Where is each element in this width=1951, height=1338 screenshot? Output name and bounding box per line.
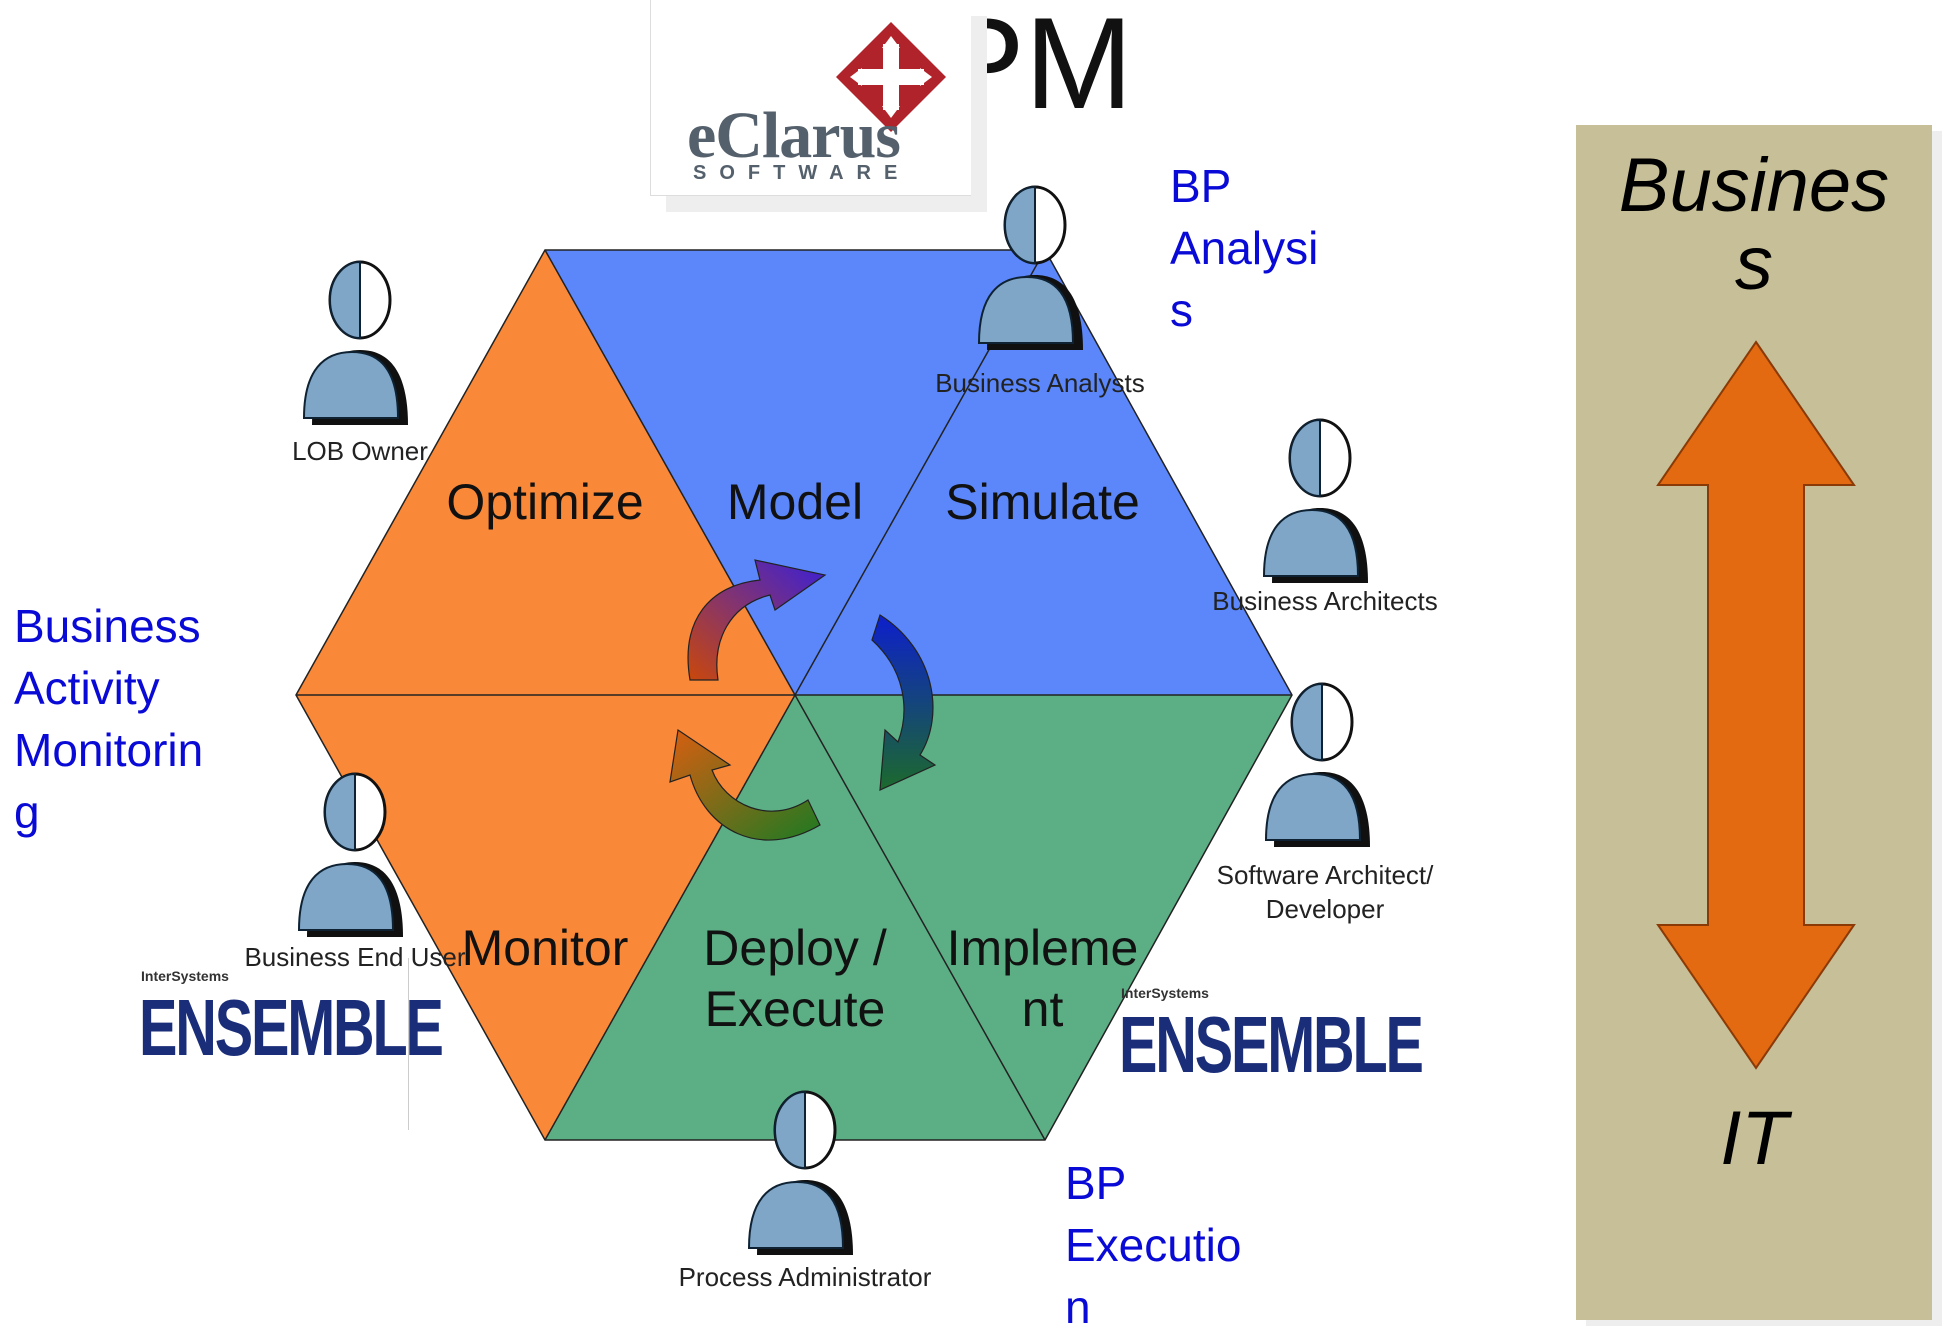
cycle-arrow-icon [687,559,827,681]
ensemble-logo-left: InterSystems ENSEMBLE [133,958,444,1130]
triangle-optimize [296,250,795,695]
triangle-monitor [296,695,795,1140]
cycle-arrow-icon [871,614,937,791]
note-bp-analysis: BP Analysi s [1170,160,1319,336]
eclarus-logo: eClarus SOFTWARE [650,0,971,196]
user-icon [747,1090,853,1255]
role-business-end-user: Business End User [244,942,466,972]
phase-optimize: Optimize [446,474,644,530]
phase-model: Model [726,474,864,530]
panel-business-label: Busines s [1618,143,1890,306]
ensemble-brand: InterSystems [141,968,229,984]
double-arrow-icon [1656,340,1856,1070]
ensemble-wordmark: ENSEMBLE [139,983,444,1072]
role-lob-owner: LOB Owner [292,436,428,466]
user-icon [1262,418,1368,583]
triangle-implement [795,695,1292,1140]
logo-subtitle: SOFTWARE [693,162,911,184]
ensemble-logo-right: InterSystems ENSEMBLE [1115,975,1424,1095]
logo-wordmark: eClarus [687,99,901,172]
phase-monitor: Monitor [461,920,629,976]
role-software-architect: Software Architect/ Developer [1216,860,1434,924]
phase-deploy-execute: Deploy / Execute [703,920,887,1037]
triangle-model [545,250,1045,695]
cycle-arrow-icon [669,728,821,841]
user-icon [1264,682,1370,847]
role-process-administrator: Process Administrator [678,1262,932,1292]
note-business-activity-monitoring: Business Activity Monitorin g [14,600,204,838]
ensemble-wordmark: ENSEMBLE [1119,1000,1424,1089]
panel-it-label: IT [1720,1096,1788,1181]
user-icon [302,260,408,425]
ensemble-brand: InterSystems [1121,985,1209,1001]
phase-simulate: Simulate [945,474,1140,530]
triangle-deploy [545,695,1045,1140]
role-business-architects: Business Architects [1212,586,1438,616]
note-bp-execution: BP Executio n [1065,1157,1242,1333]
phase-implement: Impleme nt [946,920,1139,1037]
role-business-analysts: Business Analysts [935,368,1145,398]
eclarus-diamond-icon [836,22,946,132]
business-it-panel: Busines s IT [1576,125,1932,1320]
triangle-simulate [795,250,1292,695]
user-icon [977,185,1083,350]
user-icon [297,772,403,937]
